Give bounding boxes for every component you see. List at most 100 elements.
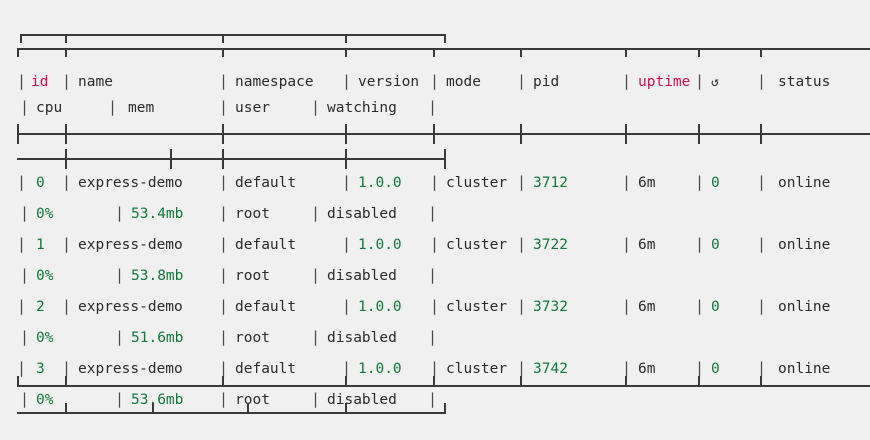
cell-watching: disabled: [327, 268, 397, 284]
cell-name: express-demo: [78, 361, 183, 377]
cell-divider: |: [517, 359, 527, 377]
cell-divider: |: [622, 173, 632, 191]
cell-divider: |: [757, 235, 767, 253]
cell-cpu: 0%: [36, 268, 54, 284]
cell-restart-count: 0: [711, 361, 720, 377]
cell-divider: |: [342, 359, 352, 377]
cell-mem: 53.6mb: [131, 392, 184, 408]
cell-divider: |: [219, 235, 229, 253]
cell-divider: |: [430, 359, 440, 377]
cell-restart-count: 0: [711, 237, 720, 253]
cell-user: root: [235, 330, 270, 346]
cell-divider: |: [695, 72, 705, 90]
cell-divider: |: [695, 235, 705, 253]
cell-divider: |: [219, 98, 229, 116]
cell-mem: 53.4mb: [131, 206, 184, 222]
cell-divider: |: [17, 72, 27, 90]
cell-divider: |: [517, 235, 527, 253]
cell-divider: |: [17, 235, 27, 253]
cell-mode: cluster: [446, 237, 508, 253]
cell-cpu: 0%: [36, 206, 54, 222]
column-header-namespace[interactable]: namespace: [235, 74, 314, 90]
cell-id: 0: [36, 175, 45, 191]
cell-divider: |: [342, 235, 352, 253]
cell-user: root: [235, 268, 270, 284]
column-header-status[interactable]: status: [778, 74, 831, 90]
cell-divider: |: [517, 72, 527, 90]
cell-divider: |: [62, 359, 72, 377]
cell-divider: |: [428, 98, 438, 116]
cell-restart-count: 0: [711, 299, 720, 315]
cell-status: online: [778, 175, 831, 191]
cell-divider: |: [430, 297, 440, 315]
cell-pid: 3732: [533, 299, 568, 315]
cell-namespace: default: [235, 237, 297, 253]
cell-user: root: [235, 206, 270, 222]
cell-divider: |: [517, 173, 527, 191]
cell-divider: |: [17, 359, 27, 377]
cell-divider: |: [115, 204, 125, 222]
column-header-user[interactable]: user: [235, 100, 270, 116]
cell-divider: |: [108, 98, 118, 116]
column-header-cpu[interactable]: cpu: [36, 100, 63, 116]
cell-mode: cluster: [446, 175, 508, 191]
cell-divider: |: [17, 297, 27, 315]
restart-count-icon[interactable]: ↺: [711, 75, 719, 90]
column-header-pid[interactable]: pid: [533, 74, 560, 90]
cell-divider: |: [20, 390, 30, 408]
column-header-mem[interactable]: mem: [128, 100, 155, 116]
cell-uptime: 6m: [638, 237, 656, 253]
column-header-version[interactable]: version: [358, 74, 420, 90]
cell-cpu: 0%: [36, 330, 54, 346]
cell-pid: 3712: [533, 175, 568, 191]
cell-divider: |: [219, 72, 229, 90]
cell-divider: |: [695, 173, 705, 191]
cell-divider: |: [695, 359, 705, 377]
cell-version: 1.0.0: [358, 361, 402, 377]
cell-divider: |: [342, 297, 352, 315]
cell-divider: |: [20, 266, 30, 284]
column-header-mode[interactable]: mode: [446, 74, 481, 90]
cell-divider: |: [62, 235, 72, 253]
cell-divider: |: [62, 297, 72, 315]
cell-divider: |: [342, 72, 352, 90]
cell-restart-count: 0: [711, 175, 720, 191]
cell-status: online: [778, 361, 831, 377]
cell-divider: |: [428, 390, 438, 408]
cell-pid: 3722: [533, 237, 568, 253]
cell-divider: |: [62, 72, 72, 90]
cell-divider: |: [430, 72, 440, 90]
cell-divider: |: [757, 173, 767, 191]
cell-divider: |: [219, 297, 229, 315]
cell-status: online: [778, 299, 831, 315]
cell-divider: |: [219, 359, 229, 377]
cell-name: express-demo: [78, 299, 183, 315]
cell-divider: |: [757, 359, 767, 377]
cell-version: 1.0.0: [358, 237, 402, 253]
cell-divider: |: [219, 266, 229, 284]
cell-id: 2: [36, 299, 45, 315]
cell-mode: cluster: [446, 299, 508, 315]
cell-id: 3: [36, 361, 45, 377]
column-header-watching[interactable]: watching: [327, 100, 397, 116]
cell-divider: |: [219, 328, 229, 346]
cell-divider: |: [428, 204, 438, 222]
cell-id: 1: [36, 237, 45, 253]
column-header-name[interactable]: name: [78, 74, 113, 90]
cell-divider: |: [311, 204, 321, 222]
cell-divider: |: [430, 235, 440, 253]
cell-divider: |: [430, 173, 440, 191]
cell-watching: disabled: [327, 330, 397, 346]
cell-divider: |: [62, 173, 72, 191]
cell-watching: disabled: [327, 206, 397, 222]
cell-divider: |: [219, 204, 229, 222]
cell-divider: |: [622, 297, 632, 315]
cell-divider: |: [622, 235, 632, 253]
column-header-uptime[interactable]: uptime: [638, 74, 691, 90]
cell-divider: |: [115, 328, 125, 346]
cell-version: 1.0.0: [358, 175, 402, 191]
cell-watching: disabled: [327, 392, 397, 408]
cell-divider: |: [20, 98, 30, 116]
column-header-id[interactable]: id: [31, 74, 49, 90]
